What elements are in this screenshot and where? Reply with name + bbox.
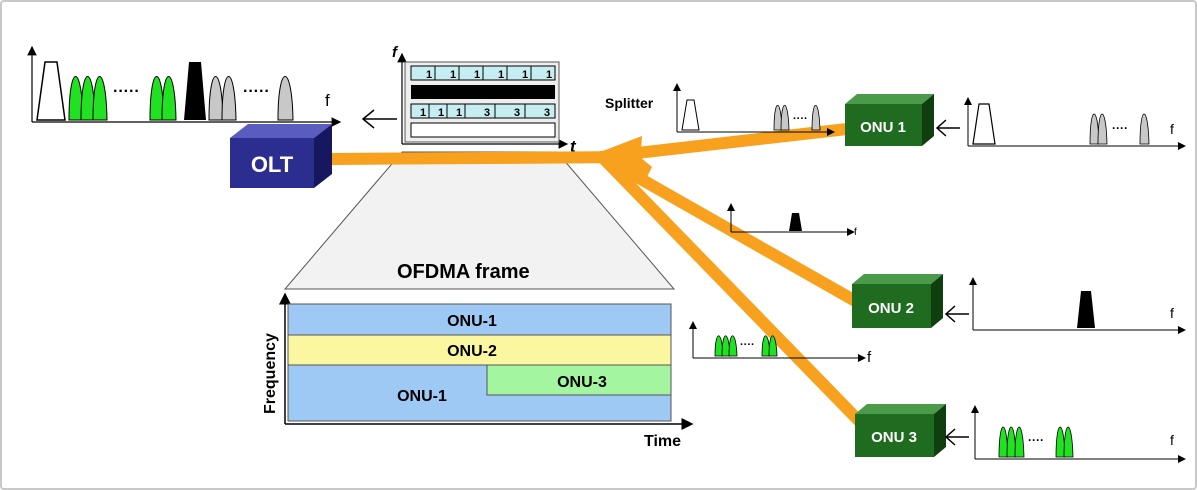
grid-cell-label: 1	[456, 107, 462, 119]
onu1-spectrum: f ····	[964, 97, 1186, 150]
grid-cell-label: 1	[450, 69, 456, 81]
grid-cell-label: 1	[474, 69, 480, 81]
ofdma-xlabel: Time	[644, 433, 681, 450]
olt-spectrum: f ····· ·····	[27, 45, 342, 127]
splitter-arrowhead	[587, 136, 642, 179]
olt-box: OLT	[230, 124, 332, 188]
fiber-onu3	[596, 151, 866, 428]
grid-cell-label: 3	[484, 107, 490, 119]
ofdma-band-3-right-label: ONU-3	[557, 374, 607, 391]
f-label: f	[1170, 305, 1174, 321]
onu2-spectrum: f	[969, 277, 1186, 334]
grid-t-label: t	[570, 137, 577, 156]
onu2-mid-spectrum: f	[727, 203, 857, 238]
ellipsis: ·····	[113, 83, 140, 100]
grid-cell-label: 1	[546, 69, 552, 81]
ofdma-band-2-label: ONU-2	[447, 343, 497, 360]
ofdma-band-3-left-label: ONU-1	[397, 388, 447, 405]
ellipsis: ·····	[243, 83, 270, 100]
grid-cell-label: 3	[544, 107, 550, 119]
f-label: f	[867, 349, 872, 366]
splitter-spectrum: ····	[673, 83, 835, 136]
grid-row-3: 1 1 1 3 3 3	[410, 103, 556, 119]
pulse-green	[161, 76, 177, 121]
ofdma-band-2	[287, 334, 672, 366]
onu3-box: ONU 3	[855, 404, 946, 457]
ofdma-ylabel: Frequency	[262, 333, 279, 414]
pulse-grey	[208, 76, 224, 121]
ofdma-frame: Frequency Time ONU-1 ONU-2 ONU-1 ONU-3	[262, 292, 694, 450]
ofdma-band-1	[287, 303, 672, 336]
olt-front	[230, 138, 314, 188]
onu3-spectrum: f ····	[971, 405, 1186, 463]
grid-row-2-black	[411, 85, 555, 99]
svg-text:····: ····	[1028, 433, 1044, 447]
pulse-green	[92, 76, 108, 121]
grid-cell-label: 1	[420, 107, 426, 119]
olt-label: OLT	[251, 152, 294, 177]
onu3-label: ONU 3	[871, 429, 917, 446]
onu2-box: ONU 2	[852, 274, 943, 328]
svg-text:····: ····	[793, 113, 808, 125]
f-label: f	[854, 227, 857, 238]
olt-side	[314, 124, 332, 188]
olt-spectrum-f-label: f	[325, 91, 330, 110]
ofdma-band-3-onu3	[486, 364, 672, 396]
grid-row-4-empty	[410, 122, 556, 138]
onu2-label: ONU 2	[868, 300, 914, 317]
f-label: f	[1170, 432, 1174, 448]
grid-cell-label: 1	[498, 69, 504, 81]
pulse-grey	[221, 76, 237, 121]
time-frequency-grid: f t 1 1 1 1 1 1 1 1	[392, 44, 577, 156]
pulse-white-trapezoid	[36, 61, 66, 121]
onu1-label: ONU 1	[860, 119, 906, 136]
f-label: f	[1170, 121, 1174, 137]
grid-cell-label: 1	[438, 107, 444, 119]
splitter-label: Splitter	[605, 95, 654, 111]
grid-cell-label: 1	[522, 69, 528, 81]
onu3-mid-spectrum: f ····	[689, 321, 872, 366]
grid-row-1: 1 1 1 1 1 1	[410, 65, 556, 81]
pulse-grey	[277, 76, 294, 121]
onu-input-arrows	[935, 119, 969, 446]
pulse-black	[184, 62, 206, 120]
olt-top	[230, 124, 332, 138]
svg-text:····: ····	[1112, 121, 1128, 135]
svg-text:····: ····	[740, 339, 755, 351]
grid-cell-label: 1	[426, 69, 432, 81]
fiber-onu1	[596, 123, 853, 163]
grid-f-label: f	[392, 44, 399, 61]
onu1-box: ONU 1	[845, 94, 934, 146]
fiber-lines	[331, 123, 866, 428]
grid-cell-label: 3	[514, 107, 520, 119]
ofdma-title: OFDMA frame	[397, 261, 530, 283]
ofdma-band-1-label: ONU-1	[447, 313, 497, 330]
